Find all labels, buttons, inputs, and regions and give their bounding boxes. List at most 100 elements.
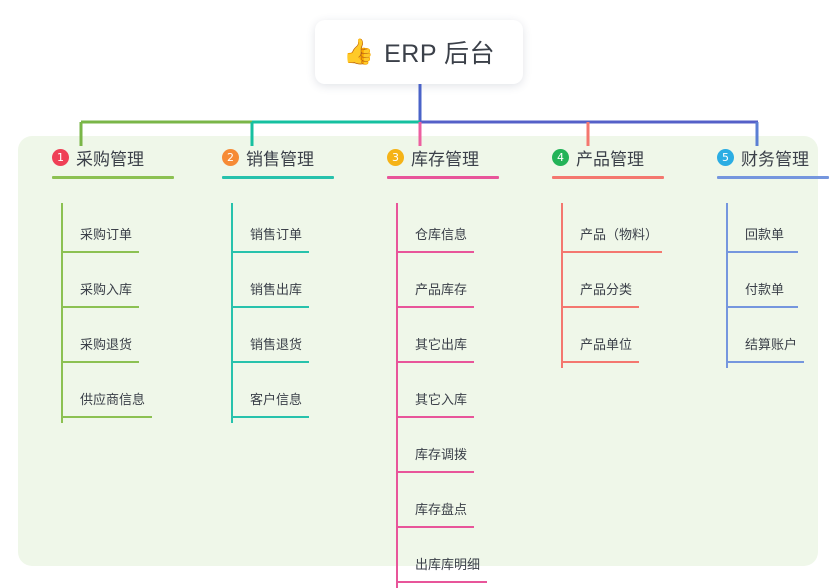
leaf-item[interactable]: 采购退货 <box>30 313 144 368</box>
leaf-item[interactable]: 产品（物料） <box>530 203 662 258</box>
leaf-item-label: 付款单 <box>745 282 785 297</box>
leaf-item-label: 采购退货 <box>80 337 133 352</box>
leaf-item[interactable]: 销售订单 <box>200 203 314 258</box>
branch-spine <box>231 203 233 423</box>
branch-column-purchasing: 1 采购管理 采购订单采购入库采购退货供应商信息 <box>30 145 174 423</box>
leaf-item[interactable]: 出库库明细 <box>365 533 487 588</box>
branch-spine <box>561 203 563 368</box>
leaf-item[interactable]: 销售出库 <box>200 258 314 313</box>
branch-badge: 4 <box>552 148 569 166</box>
leaf-item[interactable]: 产品分类 <box>530 258 644 313</box>
branch-badge: 3 <box>387 148 404 166</box>
branch-title: 库存管理 <box>411 149 479 169</box>
leaf-item[interactable]: 库存盘点 <box>365 478 479 533</box>
leaf-item-underline <box>396 251 474 253</box>
branch-header[interactable]: 4 产品管理 <box>530 145 644 169</box>
branch-spine <box>726 203 728 368</box>
leaf-item-underline <box>396 526 474 528</box>
leaf-item-underline <box>61 416 152 418</box>
leaf-item-label: 销售订单 <box>250 227 303 242</box>
leaf-item-underline <box>396 416 474 418</box>
leaf-item[interactable]: 产品库存 <box>365 258 479 313</box>
leaf-item-label: 销售出库 <box>250 282 303 297</box>
leaf-item-label: 结算账户 <box>745 337 798 352</box>
branch-leaf-list: 回款单付款单结算账户 <box>695 203 809 368</box>
leaf-item-underline <box>396 471 474 473</box>
leaf-item-underline <box>396 306 474 308</box>
leaf-item-underline <box>561 251 662 253</box>
leaf-item[interactable]: 其它入库 <box>365 368 479 423</box>
branch-badge: 1 <box>52 148 69 166</box>
leaf-item-underline <box>396 581 487 583</box>
branch-underline <box>52 176 174 179</box>
leaf-item-label: 仓库信息 <box>415 227 468 242</box>
leaf-item-label: 客户信息 <box>250 392 303 407</box>
leaf-item[interactable]: 付款单 <box>695 258 809 313</box>
leaf-item-label: 采购入库 <box>80 282 133 297</box>
branch-spine <box>396 203 398 588</box>
branch-header[interactable]: 2 销售管理 <box>200 145 314 169</box>
leaf-item[interactable]: 采购入库 <box>30 258 144 313</box>
root-node-title: ERP 后台 <box>384 40 496 68</box>
leaf-item-label: 其它出库 <box>415 337 468 352</box>
branch-leaf-list: 采购订单采购入库采购退货供应商信息 <box>30 203 152 423</box>
branch-header[interactable]: 1 采购管理 <box>30 145 144 169</box>
leaf-item-label: 其它入库 <box>415 392 468 407</box>
leaf-item[interactable]: 销售退货 <box>200 313 314 368</box>
leaf-item[interactable]: 库存调拨 <box>365 423 479 478</box>
leaf-item-underline <box>561 361 639 363</box>
leaf-item-underline <box>726 251 798 253</box>
branch-underline <box>387 176 499 179</box>
leaf-item[interactable]: 采购订单 <box>30 203 144 258</box>
branch-title: 采购管理 <box>76 149 144 169</box>
leaf-item-label: 供应商信息 <box>80 392 146 407</box>
leaf-item-underline <box>726 306 798 308</box>
leaf-item[interactable]: 其它出库 <box>365 313 479 368</box>
branch-underline <box>222 176 334 179</box>
leaf-item-underline <box>231 251 309 253</box>
leaf-item-underline <box>561 306 639 308</box>
leaf-item-label: 库存调拨 <box>415 447 468 462</box>
leaf-item-underline <box>61 361 139 363</box>
leaf-item[interactable]: 回款单 <box>695 203 809 258</box>
branch-badge: 2 <box>222 148 239 166</box>
leaf-item[interactable]: 结算账户 <box>695 313 809 368</box>
branch-badge: 5 <box>717 148 734 166</box>
leaf-item[interactable]: 客户信息 <box>200 368 314 423</box>
leaf-item-underline <box>61 251 139 253</box>
branch-column-inventory: 3 库存管理 仓库信息产品库存其它出库其它入库库存调拨库存盘点出库库明细 <box>365 145 499 588</box>
leaf-item-label: 回款单 <box>745 227 785 242</box>
branch-column-sales: 2 销售管理 销售订单销售出库销售退货客户信息 <box>200 145 334 423</box>
leaf-item-label: 采购订单 <box>80 227 133 242</box>
leaf-item-label: 库存盘点 <box>415 502 468 517</box>
branch-underline <box>552 176 664 179</box>
leaf-item-underline <box>61 306 139 308</box>
branch-leaf-list: 销售订单销售出库销售退货客户信息 <box>200 203 314 423</box>
leaf-item-label: 产品单位 <box>580 337 633 352</box>
branch-underline <box>717 176 829 179</box>
branch-header[interactable]: 3 库存管理 <box>365 145 479 169</box>
leaf-item-label: 出库库明细 <box>415 557 481 572</box>
thumbs-up-icon: 👍 <box>342 37 375 66</box>
leaf-item[interactable]: 仓库信息 <box>365 203 479 258</box>
leaf-item-label: 产品库存 <box>415 282 468 297</box>
diagram-background-panel <box>18 136 818 566</box>
leaf-item-label: 产品分类 <box>580 282 633 297</box>
leaf-item-underline <box>231 306 309 308</box>
leaf-item[interactable]: 产品单位 <box>530 313 644 368</box>
branch-title: 产品管理 <box>576 149 644 169</box>
branch-column-product: 4 产品管理 产品（物料） 产品分类产品单位 <box>530 145 664 368</box>
leaf-item-label: 销售退货 <box>250 337 303 352</box>
branch-leaf-list: 产品（物料） 产品分类产品单位 <box>530 203 662 368</box>
leaf-item[interactable]: 供应商信息 <box>30 368 152 423</box>
leaf-item-underline <box>231 361 309 363</box>
branch-column-finance: 5 财务管理 回款单付款单结算账户 <box>695 145 829 368</box>
leaf-item-underline <box>396 361 474 363</box>
root-node[interactable]: 👍 ERP 后台 <box>315 20 523 84</box>
branch-title: 销售管理 <box>246 149 314 169</box>
branch-title: 财务管理 <box>741 149 809 169</box>
branch-header[interactable]: 5 财务管理 <box>695 145 809 169</box>
leaf-item-underline <box>726 361 804 363</box>
leaf-item-label: 产品（物料） <box>580 227 659 242</box>
